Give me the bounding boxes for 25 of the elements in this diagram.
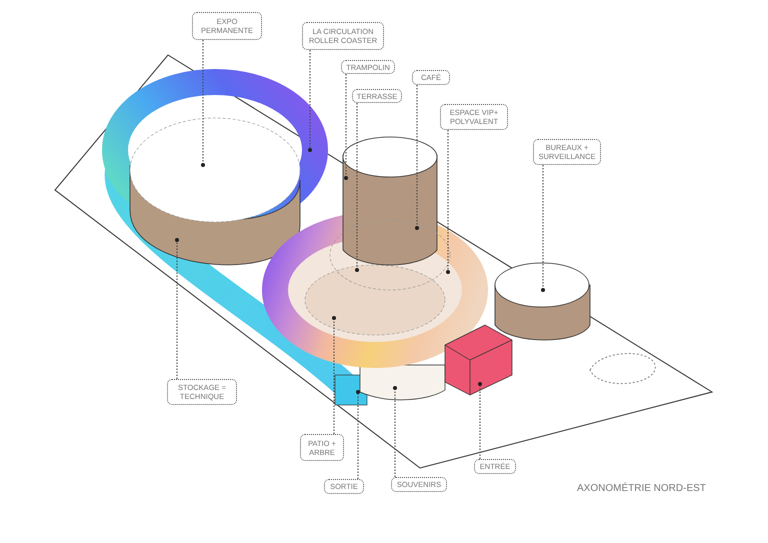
callout-box xyxy=(300,434,344,461)
leader-line xyxy=(332,316,336,434)
leader-line xyxy=(201,40,205,167)
callout-box xyxy=(533,139,601,165)
leader-line xyxy=(308,50,312,152)
callout-box xyxy=(324,479,364,494)
callout-box xyxy=(302,22,384,50)
leader-line xyxy=(175,238,179,380)
callout-box xyxy=(412,70,450,85)
leader-line xyxy=(541,164,545,292)
leader-line xyxy=(446,130,450,274)
callout-box xyxy=(352,89,402,103)
callout-box xyxy=(192,12,262,40)
leader-line xyxy=(356,390,360,480)
callout-box xyxy=(391,477,447,492)
view-title: AXONOMÉTRIE NORD-EST xyxy=(577,483,706,494)
leader-line xyxy=(355,102,359,272)
callout-box xyxy=(440,104,508,130)
callout-box xyxy=(167,379,237,405)
leader-line xyxy=(478,382,482,460)
leader-line xyxy=(415,84,419,230)
callout-box xyxy=(474,459,516,474)
leader-line xyxy=(393,386,397,478)
callout-box xyxy=(341,60,395,74)
leader-line xyxy=(344,74,348,180)
